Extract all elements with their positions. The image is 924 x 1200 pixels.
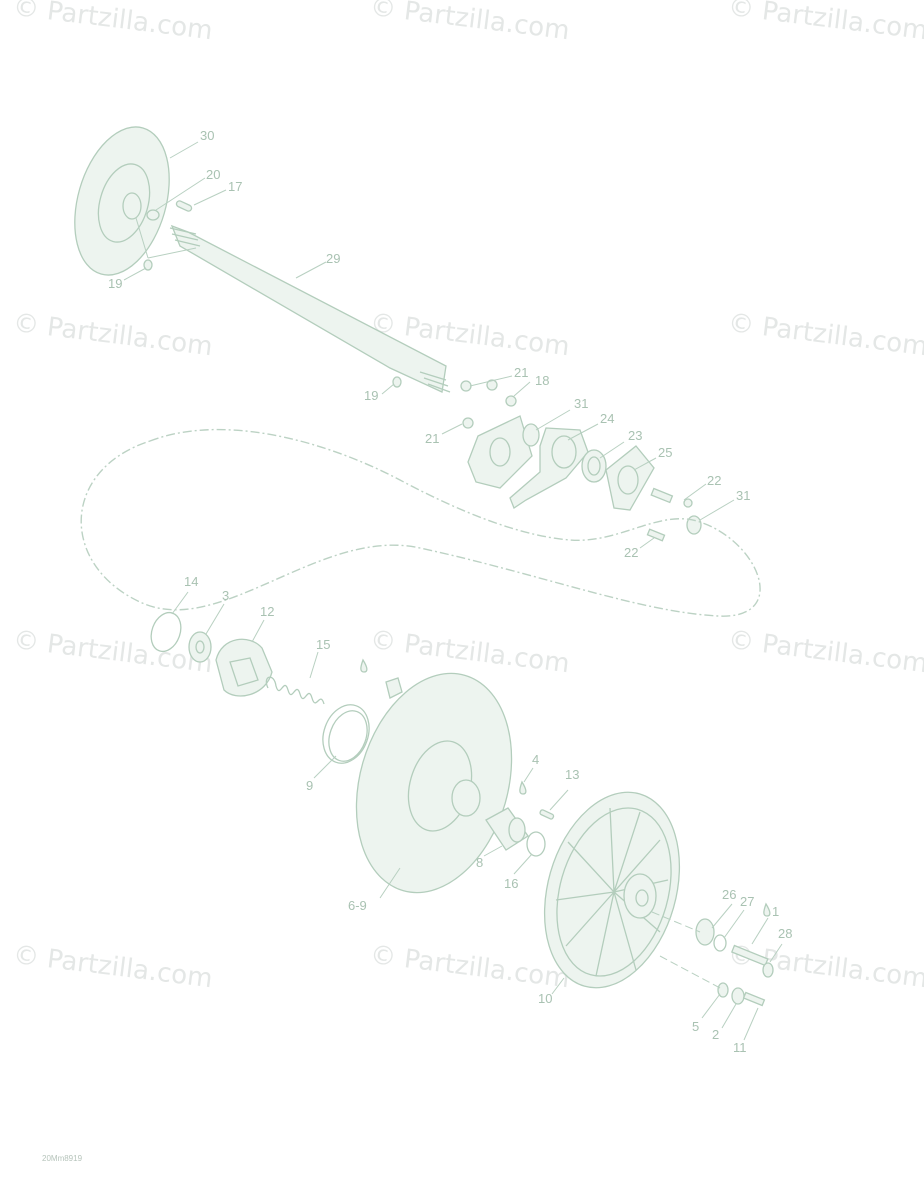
callout-21: 21 [514, 365, 529, 380]
ring-part-9 [322, 704, 370, 764]
washer-part-5 [717, 982, 729, 998]
callout-3: 3 [222, 588, 230, 603]
leader-lines [123, 141, 783, 1041]
center-axis-line [651, 911, 721, 989]
washer-part-18 [505, 395, 517, 407]
shaft-part-29 [169, 224, 451, 393]
key-part-13 [539, 809, 555, 820]
callout-29: 29 [326, 251, 341, 266]
sliding-sheave-part-6 [355, 672, 513, 894]
callout-27: 27 [740, 894, 755, 909]
callout-15: 15 [316, 637, 331, 652]
callout-31: 31 [574, 396, 589, 411]
callout-19-mid: 19 [364, 388, 379, 403]
callout-20: 20 [206, 167, 221, 182]
bolt-part-28 [730, 944, 774, 978]
grease-part-droplet [360, 658, 368, 673]
washer-part-27 [713, 934, 727, 952]
grease-part-4 [519, 780, 527, 795]
callout-31-lower: 31 [736, 488, 751, 503]
spring-part-15 [265, 676, 325, 705]
cam-part-12 [215, 638, 273, 697]
callout-21-left: 21 [425, 431, 440, 446]
ring-part-31-bottom [686, 515, 702, 535]
callout-12: 12 [260, 604, 275, 619]
nut-part-21-top [460, 379, 498, 392]
slider-button [385, 677, 403, 699]
retaining-ring-part-14 [150, 611, 182, 653]
callout-9: 9 [306, 778, 314, 793]
nut-part-2 [731, 987, 745, 1005]
callout-19: 19 [108, 276, 123, 291]
bearing-part-23 [581, 449, 607, 483]
callout-2: 2 [712, 1027, 720, 1042]
callout-22-lower: 22 [624, 545, 639, 560]
bearing-housing-part-25 [605, 445, 655, 511]
fixed-sheave-part-10 [543, 791, 681, 989]
bolt-part-20 [146, 209, 160, 221]
callout-25: 25 [658, 445, 673, 460]
callout-22: 22 [707, 473, 722, 488]
callout-1: 1 [772, 904, 780, 919]
callout-26: 26 [722, 887, 737, 902]
bushing-part-8 [485, 807, 529, 851]
ring-part-31-top [522, 423, 540, 447]
callout-10: 10 [538, 991, 553, 1006]
nut-part-21-left [462, 417, 474, 429]
key-part-17 [175, 200, 193, 212]
screw-part-11 [742, 991, 766, 1007]
callout-11: 11 [733, 1040, 747, 1055]
drive-belt [80, 428, 761, 617]
drive-pulley-sheave-part-30 [74, 126, 170, 276]
callout-17: 17 [228, 179, 243, 194]
callout-6-9: 6-9 [348, 898, 367, 913]
washer-part-26 [695, 918, 715, 946]
callout-16: 16 [504, 876, 519, 891]
set-screw-part-19-mid [392, 376, 402, 388]
callout-30: 30 [200, 128, 215, 143]
callout-5: 5 [692, 1019, 700, 1034]
support-arm-part-24 [509, 427, 589, 509]
grease-part-1 [763, 902, 771, 917]
washer-part-3 [188, 631, 212, 663]
screw-part-22-right [650, 487, 693, 508]
bracket-plate [467, 415, 533, 489]
callout-18: 18 [535, 373, 550, 388]
figure-reference-code: 20Mm8919 [42, 1154, 83, 1163]
callout-24: 24 [600, 411, 615, 426]
set-screw-part-19-top [143, 259, 153, 271]
callout-14: 14 [184, 574, 199, 589]
callout-28: 28 [778, 926, 793, 941]
callout-23: 23 [628, 428, 643, 443]
callout-13: 13 [565, 767, 580, 782]
screw-part-22-bottom [646, 528, 666, 542]
callout-4: 4 [532, 752, 540, 767]
washer-part-16 [526, 831, 546, 857]
callout-8: 8 [476, 855, 484, 870]
